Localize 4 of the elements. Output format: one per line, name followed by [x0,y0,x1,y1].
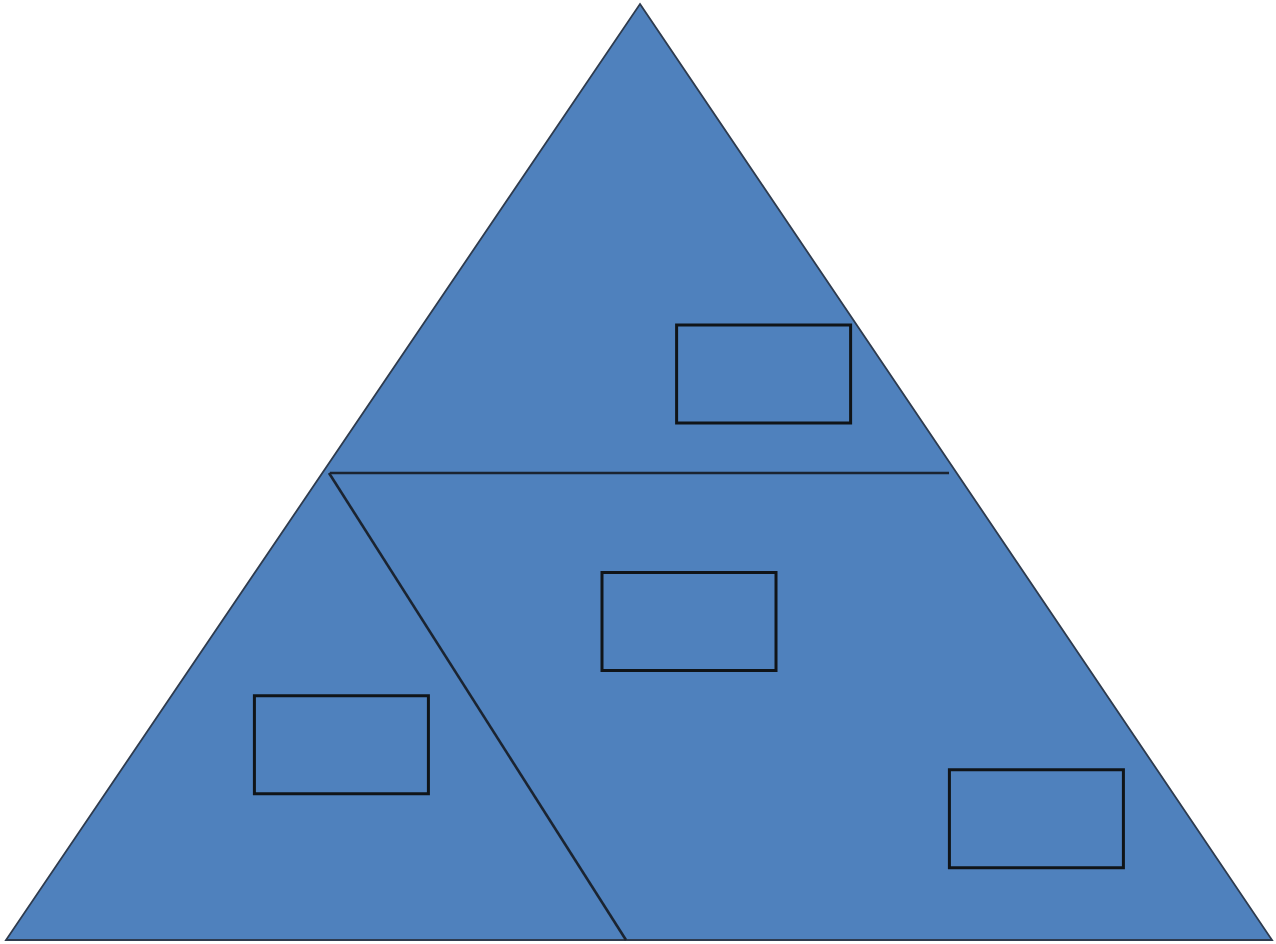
blank-box [675,323,853,425]
blank-box [252,694,430,796]
blank-box [600,570,778,672]
blank-box [947,768,1125,870]
